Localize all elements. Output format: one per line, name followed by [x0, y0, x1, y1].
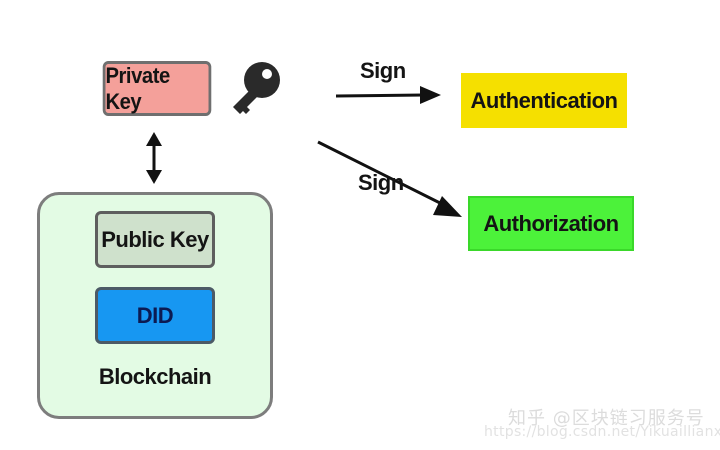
public-key-box: Public Key [95, 211, 215, 268]
arrow-to-authorization [317, 140, 462, 217]
authentication-box: Authentication [461, 73, 627, 128]
private-key-label: Private Key [105, 62, 170, 114]
double-arrow [146, 132, 162, 184]
did-label: DID [136, 302, 174, 328]
sign-label-authorization: Sign [358, 170, 404, 195]
watermark-text: 知乎 @区块链习服务号 [508, 408, 705, 429]
arrow-to-authentication [335, 86, 441, 104]
public-key-label: Public Key [101, 226, 209, 252]
sign-label-authentication: Sign [360, 58, 406, 83]
did-box: DID [95, 287, 215, 344]
authentication-label: Authentication [470, 87, 619, 113]
authorization-box: Authorization [468, 196, 634, 251]
authorization-label: Authorization [483, 210, 619, 236]
private-key-box: Private Key [102, 61, 212, 116]
key-solid-icon [233, 62, 280, 114]
watermark-url: https://blog.csdn.net/Yikuaillianxi [484, 424, 720, 440]
blockchain-label: Blockchain [98, 364, 212, 389]
